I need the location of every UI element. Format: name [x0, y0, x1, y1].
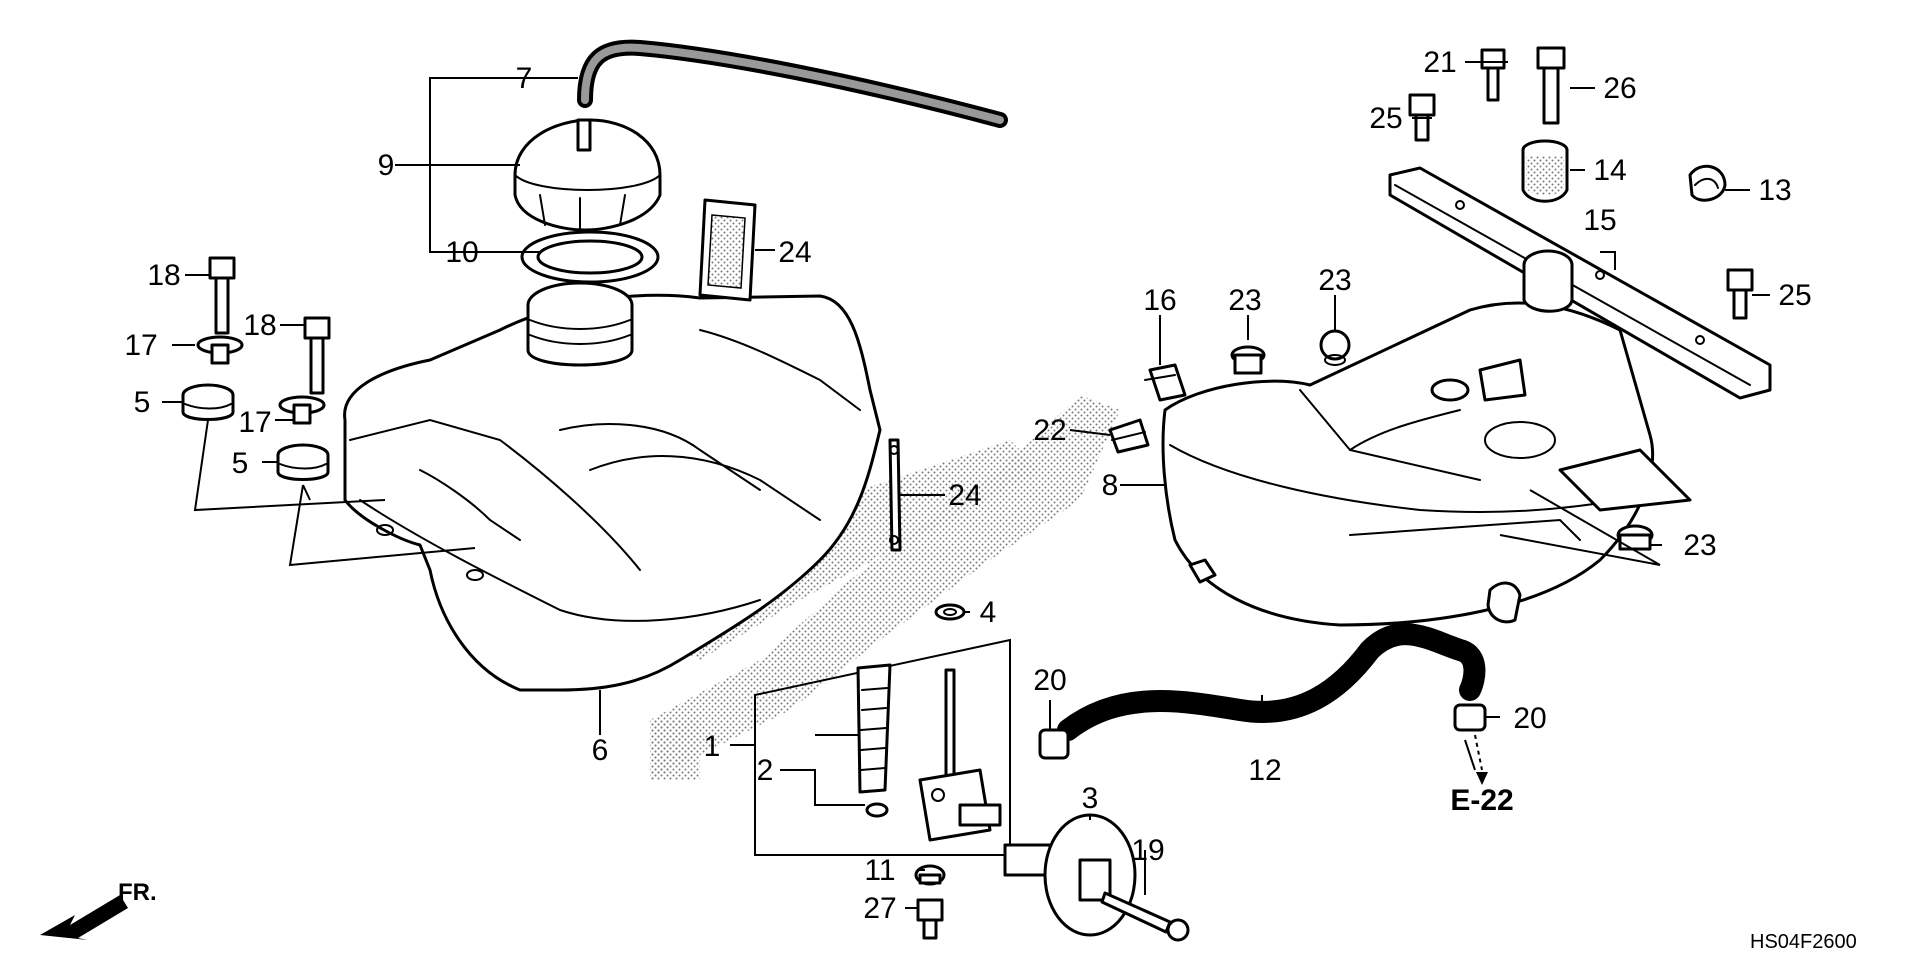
callout-17b: 17: [238, 406, 271, 439]
tank-strap-top[interactable]: [698, 198, 757, 302]
rubber-mount-5b[interactable]: [276, 443, 330, 481]
callout-6: 6: [592, 734, 609, 767]
callout-11: 11: [864, 854, 895, 887]
callout-13: 13: [1758, 174, 1791, 207]
rubber-mount-5a[interactable]: [181, 383, 235, 421]
callout-19: 19: [1131, 834, 1164, 867]
callout-25a: 25: [1369, 102, 1402, 135]
mount-leader-lines: [193, 419, 476, 567]
callout-22: 22: [1033, 414, 1066, 447]
collar-17a[interactable]: [196, 335, 244, 365]
heat-guard[interactable]: [1003, 813, 1137, 937]
callout-23c: 23: [1683, 529, 1716, 562]
cap-gasket[interactable]: [520, 230, 660, 284]
callout-2: 2: [757, 754, 774, 787]
hose-clip-20a[interactable]: [1038, 728, 1070, 760]
callout-7: 7: [516, 62, 533, 95]
callout-14: 14: [1593, 154, 1626, 187]
screw-27[interactable]: [916, 898, 944, 940]
reference-label: E-22: [1450, 784, 1513, 817]
bolt-18a[interactable]: [208, 256, 236, 335]
callout-24a: 24: [778, 236, 811, 269]
clip-13[interactable]: [1688, 164, 1727, 202]
diagram-code: HS04F2600: [1750, 931, 1857, 953]
bolt-18b[interactable]: [303, 316, 331, 395]
callout-18a: 18: [147, 259, 180, 292]
callout-16: 16: [1143, 284, 1176, 317]
callout-10: 10: [445, 236, 478, 269]
collar-17b[interactable]: [278, 395, 326, 425]
callout-23b: 23: [1318, 264, 1351, 297]
clip-22[interactable]: [1108, 418, 1150, 454]
callout-9: 9: [378, 149, 395, 182]
callout-5b: 5: [232, 447, 249, 480]
direction-label: FR.: [118, 879, 157, 906]
bolt-25a[interactable]: [1408, 93, 1436, 142]
bolt-26[interactable]: [1536, 46, 1566, 125]
leader-lines: [162, 61, 1770, 909]
callout-4: 4: [980, 596, 997, 629]
callout-20a: 20: [1033, 664, 1066, 697]
callout-8: 8: [1102, 469, 1119, 502]
rubber-14[interactable]: [1521, 139, 1569, 203]
fuel-cap[interactable]: [513, 118, 662, 233]
bracket-15[interactable]: [1388, 166, 1772, 400]
fuel-hose[interactable]: [1057, 623, 1486, 741]
bolt-25b[interactable]: [1726, 268, 1754, 320]
callout-17a: 17: [124, 329, 157, 362]
bolt-19[interactable]: [1100, 891, 1190, 942]
tank-strap-side[interactable]: [888, 438, 902, 552]
callout-15: 15: [1583, 204, 1616, 237]
callout-26: 26: [1603, 72, 1636, 105]
nut-11[interactable]: [914, 864, 946, 886]
grommet-23a[interactable]: [1230, 345, 1266, 375]
callout-25b: 25: [1778, 279, 1811, 312]
packing-4[interactable]: [934, 603, 966, 621]
clip-16[interactable]: [1144, 363, 1187, 402]
callout-3: 3: [1082, 782, 1099, 815]
callout-24b: 24: [948, 479, 981, 512]
fuel-tank[interactable]: [343, 281, 882, 692]
luggage-box[interactable]: [1161, 301, 1692, 627]
hose-clip-20b[interactable]: [1453, 703, 1487, 732]
breather-hose[interactable]: [577, 39, 1008, 128]
front-arrow: [40, 895, 128, 940]
callout-21: 21: [1423, 46, 1456, 79]
callout-18b: 18: [243, 309, 276, 342]
bolt-21[interactable]: [1480, 48, 1506, 102]
callout-1: 1: [704, 730, 721, 763]
grommet-23b[interactable]: [1319, 329, 1351, 366]
callout-12: 12: [1248, 754, 1281, 787]
callout-20b: 20: [1513, 702, 1546, 735]
callout-27: 27: [863, 892, 896, 925]
callout-23a: 23: [1228, 284, 1261, 317]
callout-5a: 5: [134, 386, 151, 419]
grommet-23c[interactable]: [1616, 524, 1654, 551]
reference-arrow: [1474, 734, 1488, 785]
callout-labels: 7 9 10 24 18 17 18 5 17 5 24 6 4 1 2 20 …: [124, 46, 1811, 925]
